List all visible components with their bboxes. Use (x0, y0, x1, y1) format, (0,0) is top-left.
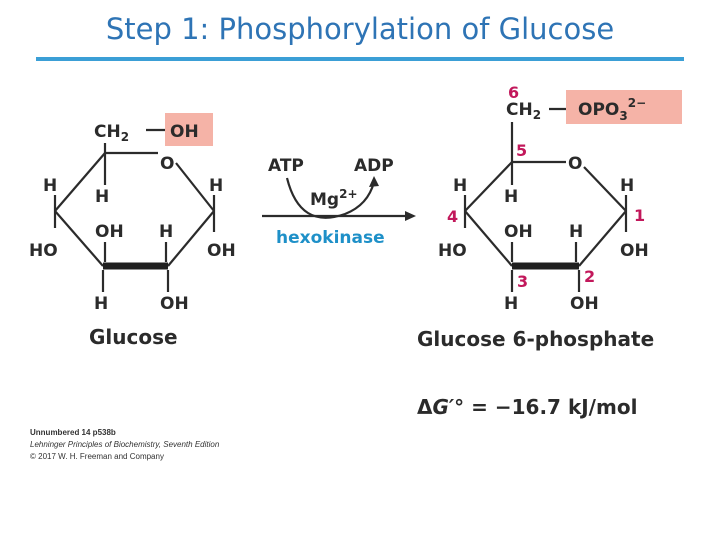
glucose-oh-highlight (165, 113, 213, 146)
g6p-phosphate-highlight (566, 90, 682, 124)
glucose-structure: CH2 OH O H HO H OH H H OH H OH Glucose (29, 113, 236, 349)
glucose-c5-c4-bond (54, 152, 106, 212)
glucose-h-c2: H (159, 222, 173, 242)
glucose-oh-c3: OH (95, 222, 124, 242)
glucose-c1-c2-bond (167, 210, 215, 267)
g6p-c1-c2-bond (578, 210, 627, 267)
reaction-arrow-group: ATP ADP Mg2+ hexokinase (262, 156, 416, 248)
glucose-oh-top: OH (170, 122, 199, 142)
glucose-ho-left: HO (29, 241, 58, 261)
g6p-h-bottom: H (504, 294, 518, 314)
g6p-pos3: 3 (517, 272, 528, 291)
free-energy-label: ΔG′° = −16.7 kJ/mol (417, 395, 637, 419)
g6p-phosphate: OPO32− (578, 96, 646, 123)
glucose-name: Glucose (89, 325, 178, 349)
glucose-o-c1-bond (175, 162, 215, 212)
g6p-pos4: 4 (447, 207, 458, 226)
glucose-h-bottom: H (94, 294, 108, 314)
g6p-h-c1-up: H (620, 176, 634, 196)
g6p-pos6: 6 (508, 83, 519, 102)
g6p-ho-left: HO (438, 241, 467, 261)
g6p-h-c4-up: H (504, 187, 518, 207)
cofactor-arrowhead (369, 176, 379, 187)
atp-label: ATP (268, 156, 304, 176)
g6p-ch2-label: CH2 (506, 100, 541, 122)
copyright: © 2017 W. H. Freeman and Company (30, 452, 164, 461)
book-title: Lehninger Principles of Biochemistry, Se… (30, 440, 220, 449)
enzyme-label: hexokinase (276, 228, 385, 248)
glucose-h-c4-up: H (95, 187, 109, 207)
glucose-ch2-label: CH2 (94, 122, 129, 144)
glucose-h-left-top: H (43, 176, 57, 196)
figure-id: Unnumbered 14 p538b (30, 428, 116, 437)
g6p-c5-c4-bond (464, 161, 513, 212)
g6p-pos1: 1 (634, 206, 645, 225)
title-underline (36, 57, 684, 61)
g6p-oh-c3: OH (504, 222, 533, 242)
g6p-oh-bottom: OH (570, 294, 599, 314)
reaction-arrowhead (405, 211, 416, 221)
g6p-oh-right: OH (620, 241, 649, 261)
g6p-pos2: 2 (584, 267, 595, 286)
g6p-ring-o: O (568, 154, 582, 174)
g6p-pos5: 5 (516, 141, 527, 160)
glucose-oh-right: OH (207, 241, 236, 261)
glucose-c4-c3-bond (54, 210, 104, 267)
glucose-oh-bottom: OH (160, 294, 189, 314)
mg-label: Mg2+ (310, 187, 358, 210)
g6p-h-c2: H (569, 222, 583, 242)
cofactor-curved-arrow (285, 177, 376, 219)
glucose-ring-o: O (160, 154, 174, 174)
g6p-o-c1-bond (583, 166, 627, 212)
g6p-h-left-top: H (453, 176, 467, 196)
slide-title: Step 1: Phosphorylation of Glucose (105, 12, 615, 46)
g6p-name: Glucose 6-phosphate (417, 327, 654, 351)
adp-label: ADP (354, 156, 394, 176)
g6p-c4-c3-bond (464, 210, 513, 267)
glucose-h-c1-up: H (209, 176, 223, 196)
g6p-structure: 6 CH2 OPO32− 5 O H 4 HO H OH H H 1 OH 3 … (417, 83, 682, 351)
